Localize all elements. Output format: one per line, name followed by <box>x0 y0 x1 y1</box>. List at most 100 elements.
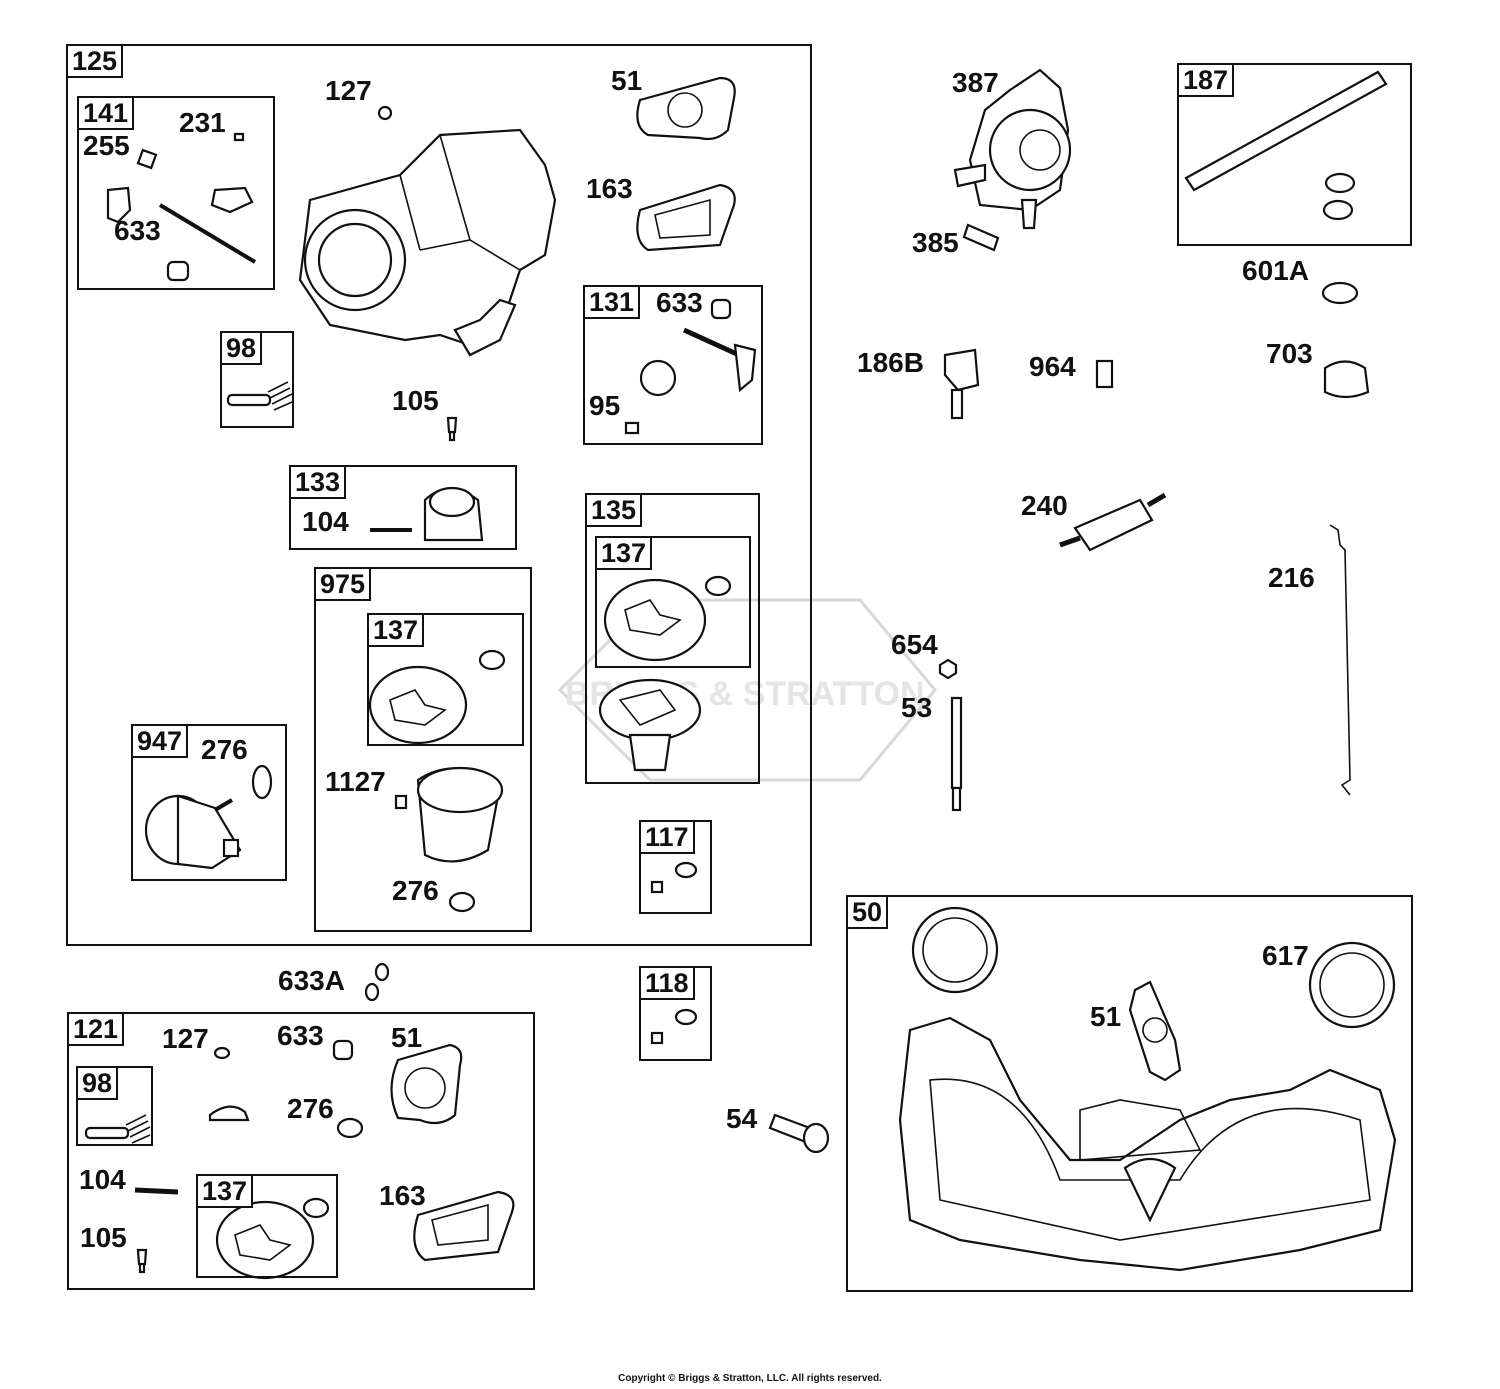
washers-633A <box>364 962 390 1002</box>
clamp-601A <box>1321 281 1359 305</box>
callout-127-top: 127 <box>325 75 372 106</box>
needle-105 <box>446 416 458 442</box>
gasket-kit-137-b <box>368 649 506 745</box>
box-tag-98-a: 98 <box>222 333 263 365</box>
fuel-pump-387 <box>953 68 1072 230</box>
callout-51-121: 51 <box>391 1022 423 1053</box>
box-tag-975: 975 <box>316 569 372 601</box>
callout-104-121: 104 <box>79 1164 126 1195</box>
assembly-box-135: 135 <box>585 493 760 784</box>
stud-53 <box>950 696 963 812</box>
box-tag-141: 141 <box>79 98 135 130</box>
assembly-box-947: 947 <box>131 724 287 881</box>
callout-54: 54 <box>726 1103 758 1134</box>
callout-387: 387 <box>952 67 999 98</box>
assembly-box-137-c: 137 <box>196 1174 338 1278</box>
box-tag-131: 131 <box>585 287 641 319</box>
assembly-box-125: 125 <box>66 44 812 946</box>
bolt-54 <box>768 1113 830 1154</box>
fuel-filter-240 <box>1059 492 1167 552</box>
box-tag-947: 947 <box>133 726 189 758</box>
fuel-hose-187 <box>1184 70 1388 221</box>
assembly-box-137-a: 137 <box>595 536 751 668</box>
callout-276-947: 276 <box>201 734 248 765</box>
callout-105-121: 105 <box>80 1222 127 1253</box>
callout-186B: 186B <box>857 347 924 378</box>
callout-255: 255 <box>83 130 130 161</box>
assembly-box-98-b: 98 <box>76 1066 153 1146</box>
gasket-51-top <box>636 76 736 141</box>
callout-633A: 633A <box>278 965 345 996</box>
intake-manifold-50 <box>898 906 1397 1272</box>
copyright-notice: Copyright © Briggs & Stratton, LLC. All … <box>618 1373 882 1384</box>
callout-276-121: 276 <box>287 1093 334 1124</box>
callout-703: 703 <box>1266 338 1313 369</box>
screw-washer-118 <box>650 1008 698 1045</box>
box-tag-135: 135 <box>587 495 643 527</box>
box-tag-187: 187 <box>1179 65 1235 97</box>
box-tag-117: 117 <box>641 822 695 854</box>
callout-1127: 1127 <box>325 766 386 797</box>
assembly-box-118: 118 <box>639 966 712 1061</box>
callout-617: 617 <box>1262 940 1309 971</box>
box-tag-118: 118 <box>641 968 695 1000</box>
box-tag-121: 121 <box>69 1014 125 1046</box>
callout-127-121: 127 <box>162 1023 209 1054</box>
kit-121-parts <box>84 1039 515 1280</box>
callout-163-top: 163 <box>586 173 633 204</box>
callout-633-121: 633 <box>277 1020 324 1051</box>
box-tag-98-b: 98 <box>78 1068 119 1100</box>
nut-654 <box>938 658 958 680</box>
callout-51-manifold: 51 <box>1090 1001 1122 1032</box>
screw-spring-98 <box>226 381 293 411</box>
assembly-box-187: 187 <box>1177 63 1412 246</box>
choke-parts-141 <box>106 132 257 282</box>
callout-601A: 601A <box>1242 255 1309 286</box>
callout-633-131: 633 <box>656 287 703 318</box>
box-tag-137-a: 137 <box>597 538 653 570</box>
float-bowl-1127 <box>394 766 504 913</box>
callout-633-141: 633 <box>114 215 161 246</box>
callout-276-975: 276 <box>392 875 439 906</box>
assembly-box-117: 117 <box>639 820 712 914</box>
throttle-shaft-131 <box>624 298 757 435</box>
callout-216: 216 <box>1268 562 1315 593</box>
callout-654: 654 <box>891 629 938 660</box>
screw-385 <box>962 223 1000 252</box>
governor-rod-216 <box>1329 524 1351 796</box>
assembly-box-50: 50 <box>846 895 1413 1292</box>
fitting-186B <box>943 348 980 420</box>
callout-105-top: 105 <box>392 385 439 416</box>
part-964 <box>1095 359 1114 389</box>
assembly-box-975: 975 <box>314 567 532 932</box>
o-ring-127 <box>377 105 393 121</box>
callout-163-121: 163 <box>379 1180 426 1211</box>
callout-104-top: 104 <box>302 506 349 537</box>
gasket-kit-137-a <box>603 575 732 662</box>
assembly-box-141: 141 <box>77 96 275 290</box>
box-tag-125: 125 <box>68 46 124 78</box>
assembly-box-98-a: 98 <box>220 331 294 428</box>
box-tag-137-b: 137 <box>369 615 425 647</box>
box-tag-133: 133 <box>291 467 347 499</box>
solenoid-947 <box>144 764 273 870</box>
callout-240: 240 <box>1021 490 1068 521</box>
assembly-box-131: 131 <box>583 285 763 445</box>
callout-53: 53 <box>901 692 933 723</box>
box-tag-137-c: 137 <box>198 1176 254 1208</box>
screw-washer-117 <box>650 861 698 894</box>
assembly-box-133: 133 <box>289 465 517 550</box>
box-tag-50: 50 <box>848 897 889 929</box>
assembly-box-121: 121 <box>67 1012 535 1290</box>
callout-964: 964 <box>1029 351 1076 382</box>
assembly-box-137-b: 137 <box>367 613 524 746</box>
callout-231: 231 <box>179 107 226 138</box>
callout-51-top: 51 <box>611 65 643 96</box>
callout-385: 385 <box>912 227 959 258</box>
carb-bowl-cover-135 <box>598 678 702 772</box>
callout-95: 95 <box>589 390 621 421</box>
float-133 <box>370 486 484 542</box>
carburetor-body <box>298 128 557 357</box>
clamp-703 <box>1323 360 1370 399</box>
